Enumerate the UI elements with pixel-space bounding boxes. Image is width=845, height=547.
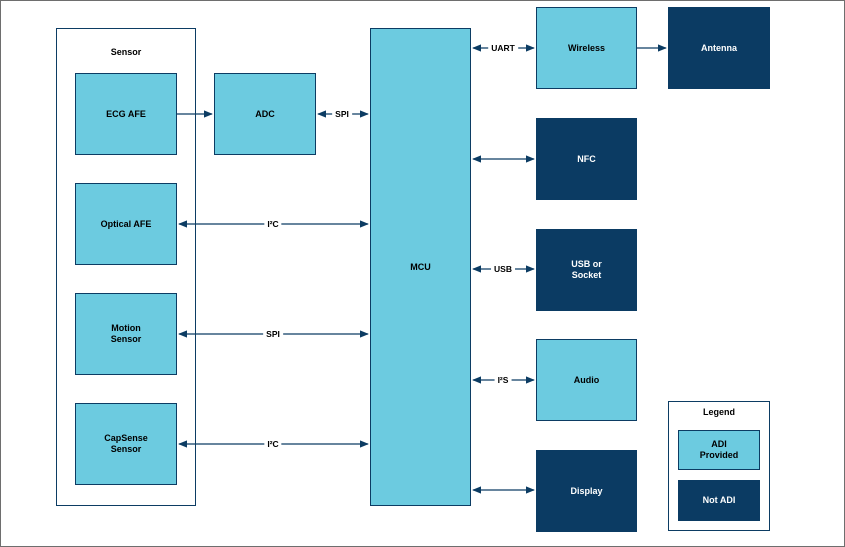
wireless-block: Wireless (536, 7, 637, 89)
sensor-group-title: Sensor (110, 47, 142, 57)
mcu-usb-label: USB (491, 264, 515, 274)
adc-block: ADC (214, 73, 316, 155)
display-block: Display (536, 450, 637, 532)
antenna-block: Antenna (668, 7, 770, 89)
capsense-mcu-i2c-label: I²C (264, 439, 282, 449)
capsense-sensor-block: CapSense Sensor (75, 403, 177, 485)
usb-socket-block: USB or Socket (536, 229, 637, 311)
optical-afe-block: Optical AFE (75, 183, 177, 265)
legend-adi-provided-swatch: ADI Provided (678, 430, 760, 470)
adc-mcu-spi-label: SPI (332, 109, 352, 119)
nfc-block: NFC (536, 118, 637, 200)
legend-title: Legend (702, 407, 735, 417)
optical-mcu-i2c-label: I²C (264, 219, 282, 229)
motion-sensor-block: Motion Sensor (75, 293, 177, 375)
mcu-wireless-uart-label: UART (488, 43, 518, 53)
motion-mcu-spi-label: SPI (263, 329, 283, 339)
audio-block: Audio (536, 339, 637, 421)
legend-not-adi-swatch: Not ADI (678, 480, 760, 521)
mcu-audio-i2s-label: I²S (494, 375, 512, 385)
mcu-block: MCU (370, 28, 471, 506)
ecg-afe-block: ECG AFE (75, 73, 177, 155)
